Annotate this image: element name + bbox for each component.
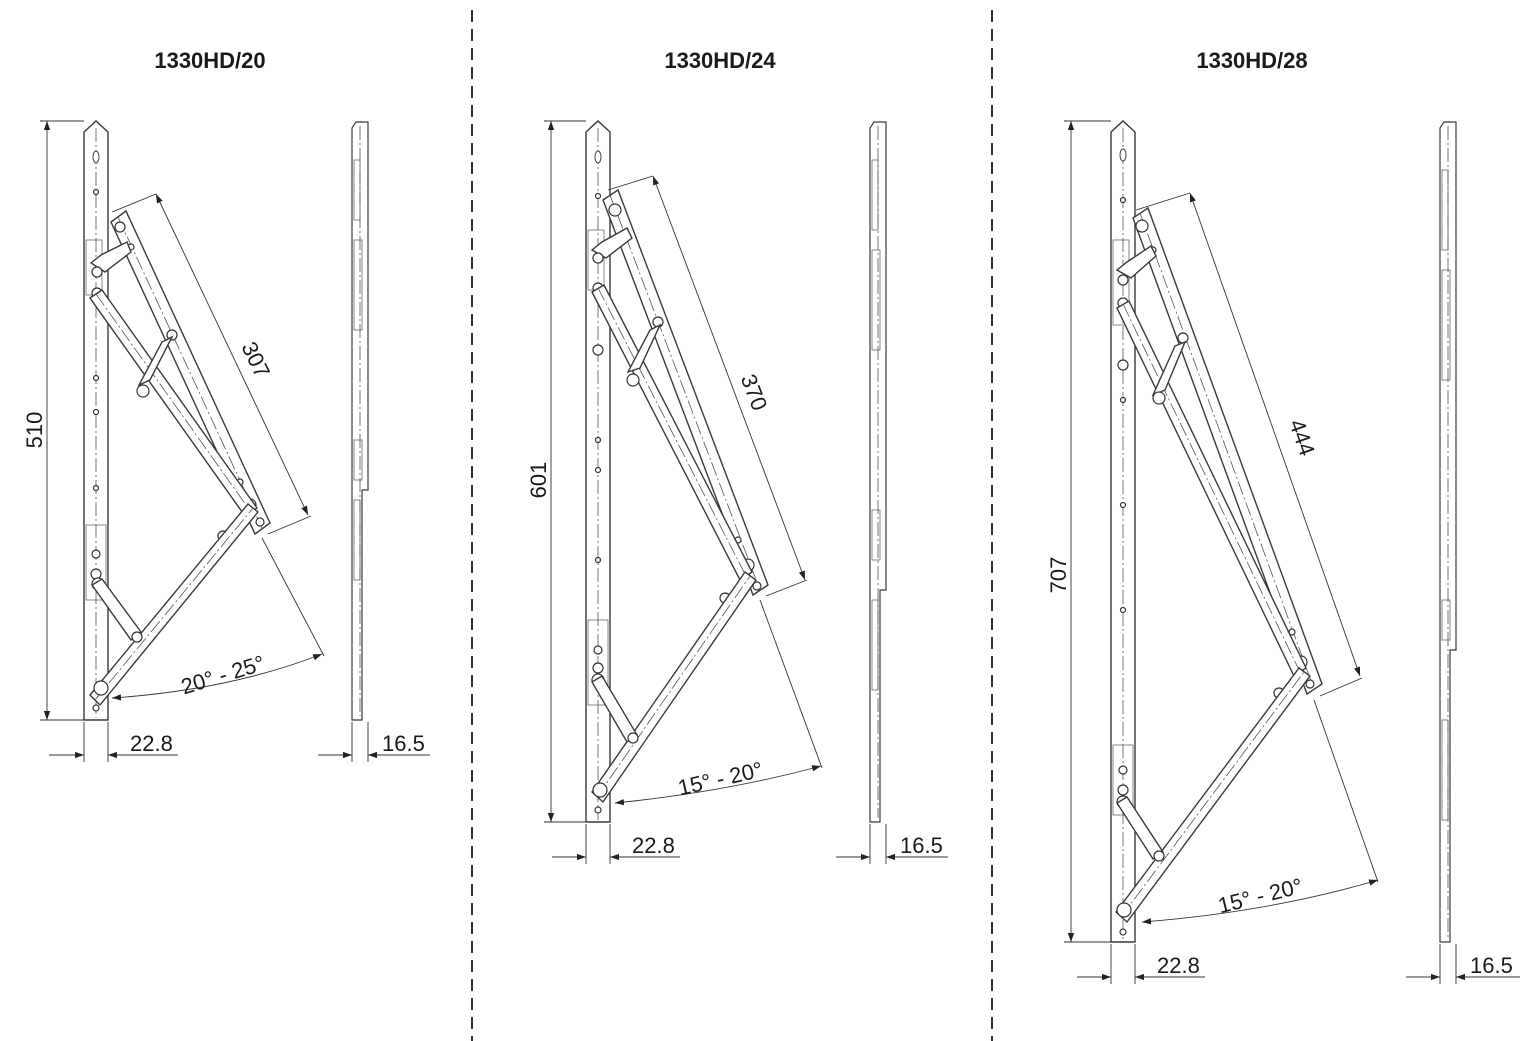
panel-title: 1330HD/24 — [664, 48, 776, 73]
panel-title: 1330HD/28 — [1196, 48, 1307, 73]
panel-1330hd-20: 1330HD/20 — [22, 48, 430, 762]
thickness-dimension: 16.5 — [1470, 953, 1513, 978]
opening-angle: 20° - 25° — [178, 650, 268, 699]
angle-arc — [614, 765, 822, 806]
length-dimension: 601 — [526, 462, 551, 499]
stay-front-view — [585, 120, 769, 823]
length-dimension: 707 — [1046, 557, 1071, 594]
panel-1330hd-24: 1330HD/24 — [526, 48, 948, 864]
arm-dimension-line — [155, 193, 309, 516]
arm-dimension-line — [652, 175, 806, 581]
angle-arc — [1141, 879, 1379, 925]
opening-angle: 15° - 20° — [1215, 873, 1305, 918]
panel-title: 1330HD/20 — [154, 48, 265, 73]
width-dimension: 22.8 — [130, 731, 173, 756]
angle-arc — [111, 653, 323, 701]
stay-side-view — [1439, 121, 1457, 943]
stay-front-view — [1110, 120, 1323, 943]
arm-dimension-line — [1189, 192, 1361, 677]
arm-dimension: 444 — [1284, 416, 1320, 459]
opening-angle: 15° - 20° — [676, 757, 766, 801]
stay-front-view — [83, 120, 271, 721]
panel-1330hd-28: 1330HD/28 — [1046, 48, 1520, 984]
stay-side-view — [869, 121, 887, 823]
length-dimension: 510 — [22, 412, 47, 449]
thickness-dimension: 16.5 — [382, 731, 425, 756]
width-dimension: 22.8 — [632, 833, 675, 858]
stay-side-view — [351, 121, 369, 721]
width-dimension: 22.8 — [1157, 953, 1200, 978]
arm-dimension: 370 — [736, 371, 772, 414]
thickness-dimension: 16.5 — [900, 833, 943, 858]
